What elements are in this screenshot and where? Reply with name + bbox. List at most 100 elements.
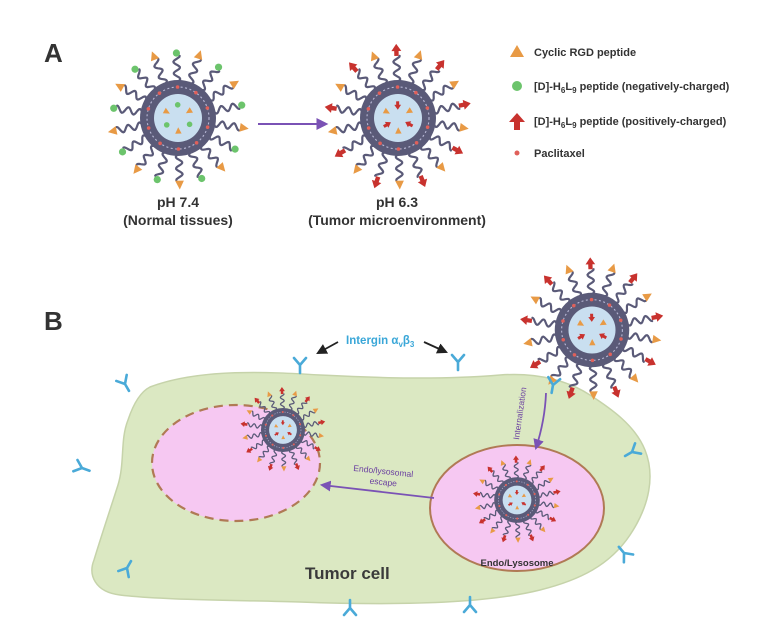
polymer-tail	[154, 151, 168, 177]
polymer-tail	[534, 480, 551, 491]
rgd-peptide	[565, 264, 574, 275]
paclitaxel	[299, 434, 302, 437]
polymer-tail	[601, 272, 616, 298]
pos-peptide	[240, 421, 248, 427]
tumor-desc-label: (Tumor microenvironment)	[308, 212, 486, 228]
paclitaxel	[194, 141, 199, 145]
paclitaxel	[271, 443, 274, 446]
rgd-peptide	[490, 527, 496, 534]
integrin-receptor	[342, 598, 358, 617]
pos-peptide	[479, 518, 486, 524]
paclitaxel	[607, 303, 612, 307]
integrin-receptor	[450, 353, 466, 372]
paclitaxel	[505, 514, 508, 517]
paclitaxel	[516, 517, 519, 520]
polymer-tail	[601, 361, 617, 389]
paclitaxel	[618, 318, 623, 322]
paclitaxel	[146, 107, 151, 111]
integrin-receptors	[72, 353, 643, 617]
escape-label-line2: escape	[369, 476, 398, 489]
polymer-tail	[522, 519, 532, 536]
paclitaxel	[281, 410, 284, 414]
rgd-inner	[274, 424, 279, 428]
polymer-tail	[295, 402, 308, 415]
integrin-receptor	[72, 458, 91, 473]
polymer-tail	[427, 84, 454, 102]
paclitaxel	[414, 141, 419, 145]
polymer-tail	[259, 401, 271, 415]
rgd-inner	[395, 127, 402, 134]
neg-peptide	[172, 49, 181, 57]
polymer-tail	[613, 355, 633, 379]
pos-peptide	[530, 359, 542, 369]
integrin-y	[623, 442, 643, 458]
polymer-tail	[394, 152, 404, 182]
polymer-tail	[530, 515, 542, 530]
paclitaxel	[425, 125, 430, 129]
polymer-tail	[539, 297, 563, 315]
polymer-tail	[529, 471, 543, 484]
polymer-tail	[174, 152, 184, 182]
polymer-tail	[530, 333, 559, 346]
pos-peptide	[324, 103, 337, 113]
pos-peptide	[528, 534, 535, 542]
rgd-inner	[515, 505, 520, 510]
rgd-peptide	[242, 434, 248, 440]
pos-peptide-inner	[287, 431, 292, 436]
polymer-tail	[212, 120, 240, 132]
neg-peptide	[198, 174, 206, 183]
pos-peptide-inner	[394, 101, 402, 110]
rgd-peptide	[629, 373, 639, 383]
pos-legend-icon	[509, 113, 525, 130]
paclitaxel	[515, 480, 518, 483]
rgd-peptide	[474, 504, 481, 510]
pos-peptide-inner	[599, 333, 607, 340]
rgd-inner	[589, 339, 596, 346]
paclitaxel	[194, 90, 198, 95]
rgd-peptide	[353, 164, 363, 174]
integrin-receptor	[292, 356, 308, 375]
polymer-tail	[537, 490, 555, 499]
panel-a-label: A	[44, 38, 63, 68]
polymer-tail	[356, 68, 377, 93]
polymer-tail	[122, 134, 149, 152]
paclitaxel	[378, 141, 382, 146]
paclitaxel	[157, 91, 162, 95]
pos-peptide	[539, 465, 545, 472]
polymer-tail	[537, 501, 555, 509]
polymer-tail	[135, 144, 157, 166]
integrin-y	[72, 458, 91, 473]
neg-peptide	[238, 101, 246, 109]
rgd-peptide	[151, 51, 160, 62]
integrin-receptor	[115, 373, 131, 393]
paclitaxel	[590, 358, 595, 363]
paclitaxel	[533, 504, 536, 507]
rgd-legend-icon	[510, 45, 524, 57]
tumor-cell-label: Tumor cell	[305, 564, 390, 583]
polymer-tail	[172, 54, 182, 84]
legend: Cyclic RGD peptide [D]-H6L9 peptide (neg…	[509, 45, 730, 160]
rgd-inner	[405, 107, 413, 114]
polymer-tail	[188, 59, 202, 85]
paclitaxel	[271, 414, 274, 417]
polymer-tail	[535, 509, 550, 521]
rgd-peptide	[312, 408, 319, 414]
rgd-peptide	[526, 459, 532, 466]
polymer-tail	[492, 470, 504, 485]
polymer-tail	[246, 431, 264, 439]
pos-peptide	[513, 455, 519, 463]
pos-peptide	[501, 534, 507, 543]
paclitaxel	[366, 126, 371, 130]
polymer-tail	[300, 410, 316, 421]
polymer-tail	[612, 283, 634, 304]
polymer-tail	[522, 464, 532, 481]
paclitaxel	[366, 107, 371, 111]
rgd-peptide	[459, 123, 469, 132]
pos-peptide	[487, 466, 494, 473]
normal-ph-label: pH 7.4	[157, 194, 199, 210]
tumor-ph-label: pH 6.3	[376, 194, 418, 210]
polymer-tail	[625, 332, 653, 344]
polymer-tail	[537, 346, 563, 363]
paclitaxel	[205, 106, 210, 110]
rgd-peptide	[327, 126, 338, 135]
